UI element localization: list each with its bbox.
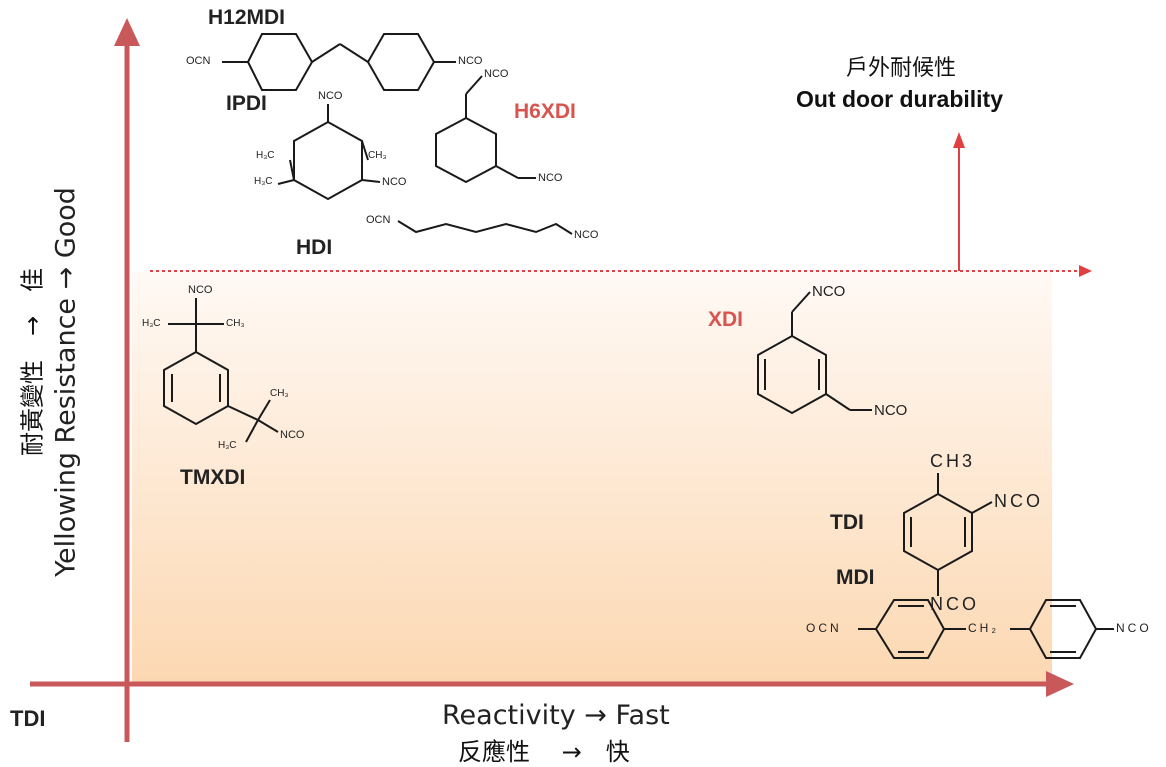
h12mdi-group-2: NCO (458, 55, 483, 67)
threshold-label-zh: 戶外耐候性 (846, 56, 957, 81)
y-axis-arrowhead (114, 18, 140, 46)
ipdi-group-2: H₃C (256, 150, 275, 161)
durability-arrowhead (953, 132, 965, 148)
xdi-group-2: NCO (874, 402, 908, 419)
ipdi-group-3: H₃C (254, 176, 273, 187)
x-axis-label: Reactivity → Fast (442, 700, 670, 731)
mdi-structure (858, 599, 1114, 659)
corner-label: TDI (10, 706, 46, 731)
tdi-group-2: NCO (994, 491, 1043, 511)
tdi-group-3: NCO (930, 594, 979, 614)
tmxdi-group-4: CH₃ (270, 388, 289, 399)
xdi-group-1: NCO (812, 283, 846, 300)
h6xdi-structure (435, 75, 536, 184)
h12mdi-structure (222, 33, 456, 91)
h12mdi-name: H12MDI (208, 6, 286, 29)
h6xdi-group-1: NCO (484, 68, 509, 80)
tdi-group-1: CH3 (930, 451, 976, 471)
ipdi-group-4: CH₃ (368, 150, 387, 161)
mdi-name: MDI (836, 566, 875, 589)
h12mdi-group-1: OCN (186, 55, 211, 67)
h6xdi-name: H6XDI (514, 100, 576, 123)
hdi-name: HDI (296, 236, 333, 259)
ipdi-group-5: NCO (382, 176, 407, 188)
ipdi-name: IPDI (226, 92, 267, 115)
hdi-group-1: OCN (366, 214, 391, 226)
xdi-structure (757, 291, 872, 415)
tmxdi-group-6: NCO (280, 429, 305, 441)
threshold-arrowhead (1079, 265, 1092, 277)
hdi-group-2: NCO (574, 229, 599, 241)
y-axis-label: Yellowing Resistance → Good (50, 187, 82, 577)
h6xdi-group-2: NCO (538, 172, 563, 184)
tdi-structure (903, 473, 993, 596)
tmxdi-group-3: CH₃ (226, 318, 245, 329)
tmxdi-name: TMXDI (180, 466, 246, 489)
y-axis-label-zh: 耐黃變性 → 佳 (18, 267, 47, 457)
mdi-group-1: OCN (806, 621, 842, 635)
xdi-name: XDI (708, 308, 744, 331)
mdi-group-2: CH₂ (968, 621, 999, 635)
ipdi-group-1: NCO (318, 90, 343, 102)
tmxdi-group-1: NCO (188, 284, 213, 296)
threshold-label-en: Out door durability (796, 86, 1003, 112)
tdi-name: TDI (830, 511, 864, 534)
x-axis-label-zh: 反應性 → 快 (458, 738, 630, 766)
ipdi-structure (277, 104, 381, 201)
tmxdi-group-5: H₃C (218, 440, 237, 451)
mdi-group-3: NCO (1116, 621, 1152, 635)
x-axis-arrowhead (1046, 671, 1074, 697)
tmxdi-structure (163, 298, 279, 443)
tmxdi-group-2: H₃C (142, 318, 161, 329)
gradient-region (132, 272, 1052, 682)
hdi-structure (397, 220, 573, 235)
